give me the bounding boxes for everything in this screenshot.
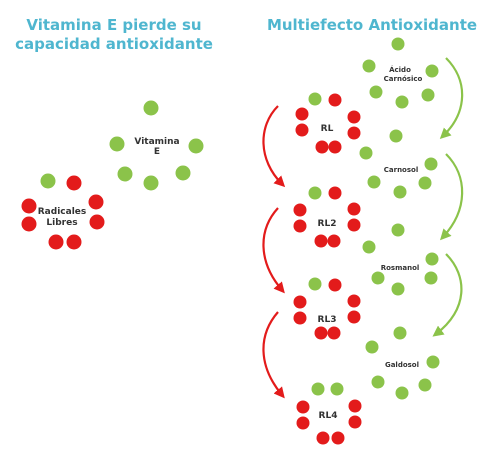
carnosol-label: Carnosol bbox=[384, 166, 418, 174]
radicales-libres-group bbox=[21, 175, 105, 250]
vitamina-e-label-1: Vitamina bbox=[134, 137, 179, 147]
vitamina-e-group bbox=[109, 100, 204, 191]
acido-label-2: Carnósico bbox=[384, 75, 423, 83]
rl4-label: RL4 bbox=[319, 411, 338, 421]
rl4-cluster bbox=[296, 382, 362, 445]
rl3-label: RL3 bbox=[318, 315, 337, 325]
red-arrow-1 bbox=[262, 105, 286, 188]
green-arrow-1 bbox=[439, 57, 464, 140]
galdosol-cluster bbox=[365, 326, 440, 400]
rl2-label: RL2 bbox=[318, 219, 337, 229]
right-title: Multiefecto Antioxidante bbox=[266, 16, 478, 34]
radicales-label-2: Libres bbox=[46, 218, 77, 228]
acido-carnosico-cluster bbox=[362, 37, 439, 109]
rl3-cluster bbox=[293, 277, 361, 340]
galdosol-label: Galdosol bbox=[385, 361, 419, 369]
green-arrow-3 bbox=[432, 253, 463, 337]
rl-cluster bbox=[295, 92, 361, 154]
red-arrow-3 bbox=[262, 311, 285, 399]
green-arrow-2 bbox=[440, 153, 464, 241]
vitamina-e-label-2: E bbox=[154, 147, 160, 157]
rosmanol-label: Rosmanol bbox=[381, 264, 420, 272]
carnosol-cluster bbox=[359, 129, 438, 199]
captured-antioxidant bbox=[40, 173, 56, 189]
red-arrow-2 bbox=[262, 207, 285, 294]
rl-label: RL bbox=[321, 124, 334, 134]
left-title: Vitamina E pierde su capacidad antioxida… bbox=[15, 16, 213, 53]
acido-label-1: Ácido bbox=[389, 65, 411, 74]
rl2-cluster bbox=[293, 186, 361, 248]
radicales-label-1: Radicales bbox=[38, 207, 87, 217]
rosmanol-cluster bbox=[362, 223, 439, 296]
